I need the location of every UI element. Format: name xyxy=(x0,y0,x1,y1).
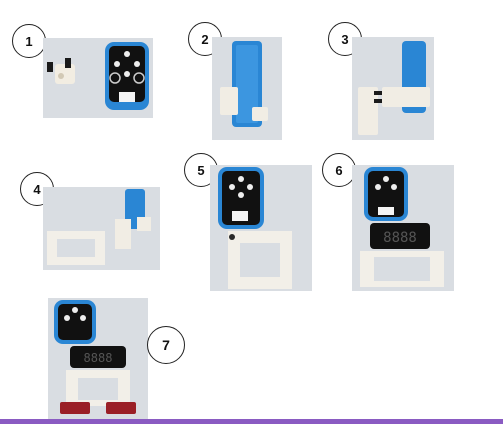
step-5-photo xyxy=(210,165,312,291)
step-7-photo: 8888 xyxy=(48,298,148,420)
step-6-photo: 8888 xyxy=(352,165,454,291)
step-number: 1 xyxy=(25,33,33,49)
step-number: 6 xyxy=(335,162,343,178)
step-number: 3 xyxy=(341,31,349,47)
step-number: 4 xyxy=(33,181,41,197)
step-badge-6: 6 xyxy=(322,153,356,187)
step-badge-7: 7 xyxy=(147,326,185,364)
display-digits: 8888 xyxy=(383,230,417,246)
step-3-photo xyxy=(352,37,434,140)
step-4-photo xyxy=(43,187,160,270)
display-digits: 8888 xyxy=(84,351,113,365)
step-2-photo xyxy=(212,37,282,140)
step-number: 2 xyxy=(201,31,209,47)
step-number: 5 xyxy=(197,162,205,178)
page-bottom-bar xyxy=(0,419,503,424)
step-badge-1: 1 xyxy=(12,24,46,58)
step-1-photo xyxy=(43,38,153,118)
step-number: 7 xyxy=(162,337,170,353)
